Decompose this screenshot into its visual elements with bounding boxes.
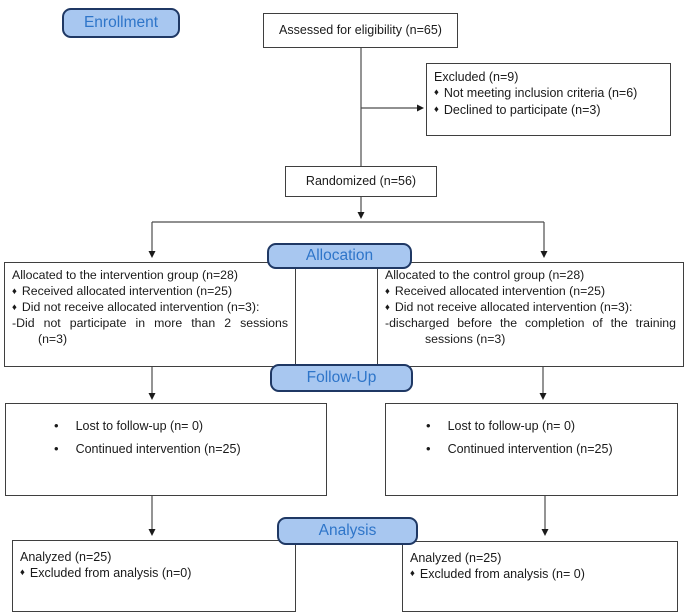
round-bullet-icon: • — [54, 418, 59, 433]
assessed-eligibility-text: Assessed for eligibility (n=65) — [279, 23, 442, 38]
followup-item-text: Lost to follow-up (n= 0) — [75, 419, 204, 433]
allocation-title: Allocated to the intervention group (n=2… — [12, 268, 238, 282]
diamond-bullet-icon: ♦ — [434, 103, 439, 115]
diamond-bullet-icon: ♦ — [12, 285, 17, 297]
control-allocation-box: Allocated to the control group (n=28) ♦ … — [377, 262, 684, 367]
allocation-note-line: sessions (n=3) — [425, 331, 506, 346]
followup-item: • Continued intervention (n=25) — [54, 441, 322, 457]
diamond-bullet-icon: ♦ — [12, 301, 17, 313]
analysis-item: ♦ Excluded from analysis (n=0) — [20, 565, 288, 581]
diamond-bullet-icon: ♦ — [385, 301, 390, 313]
diamond-bullet-icon: ♦ — [410, 568, 415, 580]
excluded-box: Excluded (n=9) ♦ Not meeting inclusion c… — [426, 63, 671, 136]
followup-item-text: Continued intervention (n=25) — [447, 442, 613, 457]
stage-label-enrollment: Enrollment — [62, 8, 180, 38]
analysis-title: Analyzed (n=25) — [20, 550, 112, 564]
followup-item: • Continued intervention (n=25) — [426, 441, 673, 457]
diamond-bullet-icon: ♦ — [20, 567, 25, 579]
excluded-item-text: Declined to participate (n=3) — [443, 102, 601, 117]
intervention-allocation-box: Allocated to the intervention group (n=2… — [4, 262, 296, 367]
excluded-item: ♦ Not meeting inclusion criteria (n=6) — [434, 85, 663, 101]
excluded-item: ♦ Declined to participate (n=3) — [434, 102, 663, 118]
allocation-item: ♦ Received allocated intervention (n=25) — [12, 284, 288, 300]
analysis-item-text: Excluded from analysis (n=0) — [29, 566, 192, 581]
randomized-box: Randomized (n=56) — [285, 166, 437, 197]
stage-label-followup: Follow-Up — [270, 364, 413, 392]
analysis-item: ♦ Excluded from analysis (n= 0) — [410, 566, 670, 582]
excluded-title: Excluded (n=9) — [434, 70, 519, 84]
stage-label-analysis: Analysis — [277, 517, 418, 545]
round-bullet-icon: • — [426, 418, 431, 433]
excluded-item-text: Not meeting inclusion criteria (n=6) — [443, 86, 638, 101]
assessed-eligibility-box: Assessed for eligibility (n=65) — [263, 13, 458, 48]
randomized-text: Randomized (n=56) — [305, 174, 417, 189]
allocation-item-text: Received allocated intervention (n=25) — [394, 283, 606, 298]
allocation-item-text: Did not receive allocated intervention (… — [394, 299, 633, 314]
analysis-title: Analyzed (n=25) — [410, 551, 502, 565]
allocation-item: ♦ Received allocated intervention (n=25) — [385, 284, 676, 300]
followup-item-text: Lost to follow-up (n= 0) — [447, 419, 576, 433]
allocation-note-line: -discharged before the completion of the… — [385, 315, 676, 330]
analysis-item-text: Excluded from analysis (n= 0) — [419, 567, 585, 582]
allocation-note-line: (n=3) — [38, 331, 68, 346]
diamond-bullet-icon: ♦ — [385, 285, 390, 297]
allocation-item-text: Received allocated intervention (n=25) — [21, 283, 233, 298]
allocation-title: Allocated to the control group (n=28) — [385, 268, 585, 282]
round-bullet-icon: • — [54, 441, 59, 457]
intervention-analysis-box: Analyzed (n=25) ♦ Excluded from analysis… — [12, 540, 296, 612]
diamond-bullet-icon: ♦ — [434, 87, 439, 99]
followup-item: • Lost to follow-up (n= 0) — [426, 418, 673, 434]
intervention-followup-box: • Lost to follow-up (n= 0) • Continued i… — [5, 403, 327, 496]
allocation-item-text: Did not receive allocated intervention (… — [21, 299, 260, 314]
allocation-note-line: -Did not participate in more than 2 sess… — [12, 315, 288, 330]
round-bullet-icon: • — [426, 441, 431, 457]
control-followup-box: • Lost to follow-up (n= 0) • Continued i… — [385, 403, 678, 496]
followup-item-text: Continued intervention (n=25) — [75, 442, 241, 457]
stage-label-allocation: Allocation — [267, 243, 412, 269]
followup-item: • Lost to follow-up (n= 0) — [54, 418, 322, 434]
allocation-item: ♦ Did not receive allocated intervention… — [12, 300, 288, 316]
control-analysis-box: Analyzed (n=25) ♦ Excluded from analysis… — [402, 541, 678, 612]
allocation-item: ♦ Did not receive allocated intervention… — [385, 300, 676, 316]
